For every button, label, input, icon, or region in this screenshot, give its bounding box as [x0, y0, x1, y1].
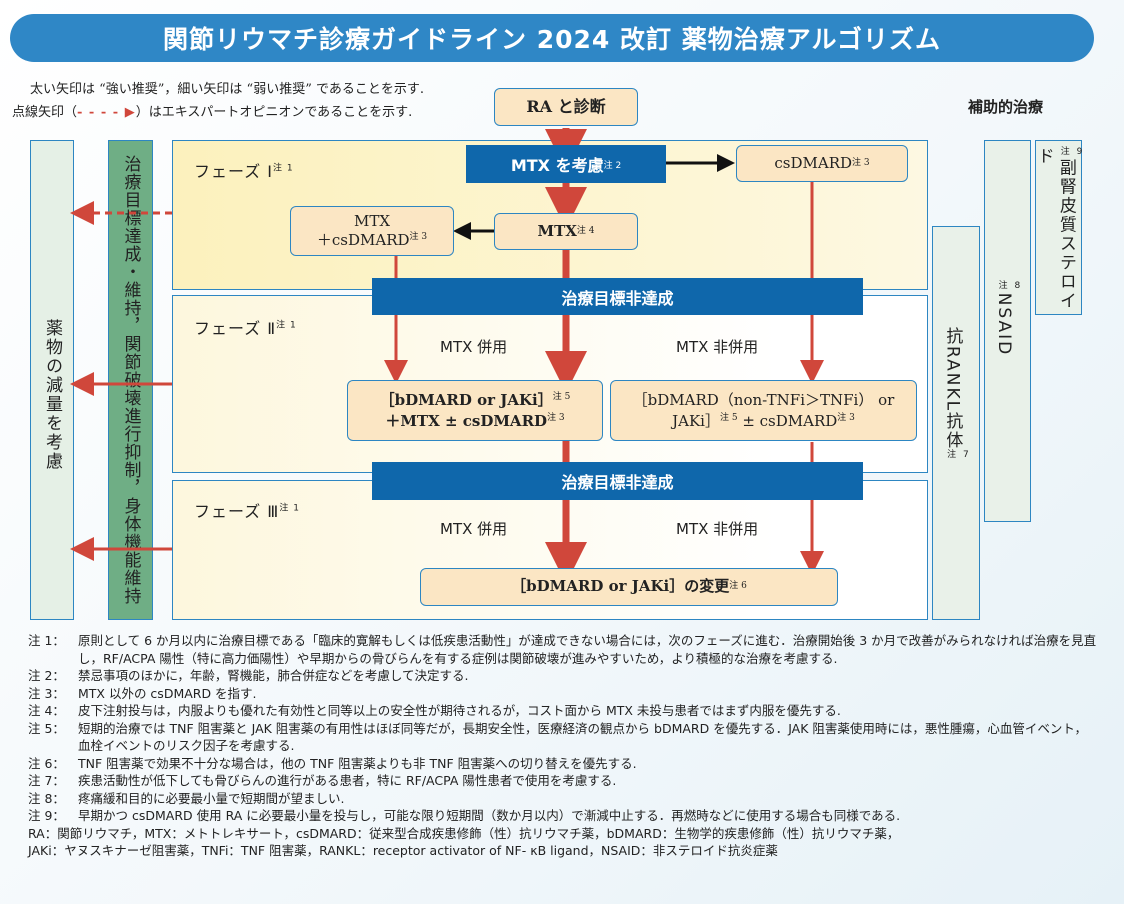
legend-dotted-suffix: ）はエキスパートオピニオンであることを示す. [135, 105, 413, 120]
supportive-treatment-label: 補助的治療 [968, 98, 1044, 116]
drug-reduction-text: 薬物の減量を考慮 [42, 319, 63, 471]
steroid-text: 注 9副腎皮質ステロイド [1033, 147, 1085, 311]
mtx-consider-box: MTX を考慮注 2 [466, 145, 666, 183]
phase2-mtx-combo-box: ［bDMARD or JAKi］注 5 ＋MTX ± csDMARD注 3 [347, 380, 603, 441]
note-3: 注 3：MTX 以外の csDMARD を指す. [28, 685, 257, 701]
note-5: 注 5：短期的治療では TNF 阻害薬と JAK 阻害薬の有用性はほぼ同等だが，… [28, 720, 1088, 754]
treatment-goal-column: 治療目標達成・維持，関節破壊進行抑制，身体機能維持 [108, 140, 153, 620]
note-1: 注 1：原則として 6 か月以内に治療目標である「臨床的寛解もしくは低疾患活動性… [28, 633, 1097, 666]
drug-reduction-column: 薬物の減量を考慮 [30, 140, 74, 620]
abbreviations-line-1: RA：関節リウマチ，MTX：メトトレキサート，csDMARD：従来型合成疾患修飾… [28, 825, 900, 841]
legend-dotted-prefix: 点線矢印（ [12, 105, 78, 120]
abbreviations-line-2: JAKi：ヤヌスキナーゼ阻害薬，TNFi：TNF 阻害薬，RANKL：recep… [28, 843, 778, 858]
unmet-goal-bar-1: 治療目標非達成 [372, 278, 863, 315]
anti-rankl-text: 抗RANKL抗体注 7 [942, 327, 971, 461]
legend-strong-weak: 太い矢印は “強い推奨”，細い矢印は “弱い推奨” であることを示す. [30, 82, 424, 97]
nsaid-text: 注 8NSAID [993, 281, 1023, 357]
note-2: 注 2：禁忌事項のほかに，年齢，腎機能，肺合併症などを考慮して決定する. [28, 668, 469, 683]
phase2-non-mtx-box: ［bDMARD（non-TNFi＞TNFi） or JAKi］注 5 ± csD… [610, 380, 917, 441]
ra-diagnosis-box: RA と診断 [494, 88, 638, 126]
mtx-with-label-p3: MTX 併用 [440, 520, 508, 538]
note-7: 注 7：疾患活動性が低下しても骨びらんの進行がある患者，特に RF/ACPA 陽… [28, 773, 617, 788]
phase-1-label: フェーズ Ⅰ注 1 [194, 162, 294, 181]
title-bar: 関節リウマチ診療ガイドライン 2024 改訂 薬物治療アルゴリズム [10, 14, 1094, 62]
nsaid-column: 注 8NSAID [984, 140, 1031, 522]
phase-2-label: フェーズ Ⅱ注 1 [194, 319, 297, 338]
note-4: 注 4：皮下注射投与は，内服よりも優れた有効性と同等以上の安全性が期待されるが，… [28, 703, 841, 718]
treatment-goal-text: 治療目標達成・維持，関節破壊進行抑制，身体機能維持 [120, 155, 141, 605]
footnotes: 注 1：原則として 6 か月以内に治療目標である「臨床的寛解もしくは低疾患活動性… [28, 632, 1098, 860]
dotted-arrow-icon: - - - - ▶ [77, 105, 136, 120]
mtx-without-label-p2: MTX 非併用 [676, 338, 759, 356]
mtx-with-label-p2: MTX 併用 [440, 338, 508, 356]
legend-dotted: 点線矢印（- - - - ▶）はエキスパートオピニオンであることを示す. [12, 101, 412, 120]
phase-3-label: フェーズ Ⅲ注 1 [194, 502, 300, 521]
note-9: 注 9：早期かつ csDMARD 使用 RA に必要最小量を投与し，可能な限り短… [28, 808, 901, 823]
mtx-without-label-p3: MTX 非併用 [676, 520, 759, 538]
unmet-goal-bar-2: 治療目標非達成 [372, 462, 863, 500]
page-title: 関節リウマチ診療ガイドライン 2024 改訂 薬物治療アルゴリズム [163, 25, 941, 54]
note-6: 注 6：TNF 阻害薬で効果不十分な場合は，他の TNF 阻害薬よりも非 TNF… [28, 755, 637, 771]
phase3-switch-box: ［bDMARD or JAKi］の変更注 6 [420, 568, 838, 606]
steroid-column: 注 9副腎皮質ステロイド [1033, 140, 1085, 315]
mtx-plus-csdmard-box: MTX ＋csDMARD注 3 [290, 206, 454, 256]
note-8: 注 8：疼痛緩和目的に必要最小量で短期間が望ましい. [28, 790, 345, 806]
anti-rankl-column: 抗RANKL抗体注 7 [932, 226, 980, 620]
